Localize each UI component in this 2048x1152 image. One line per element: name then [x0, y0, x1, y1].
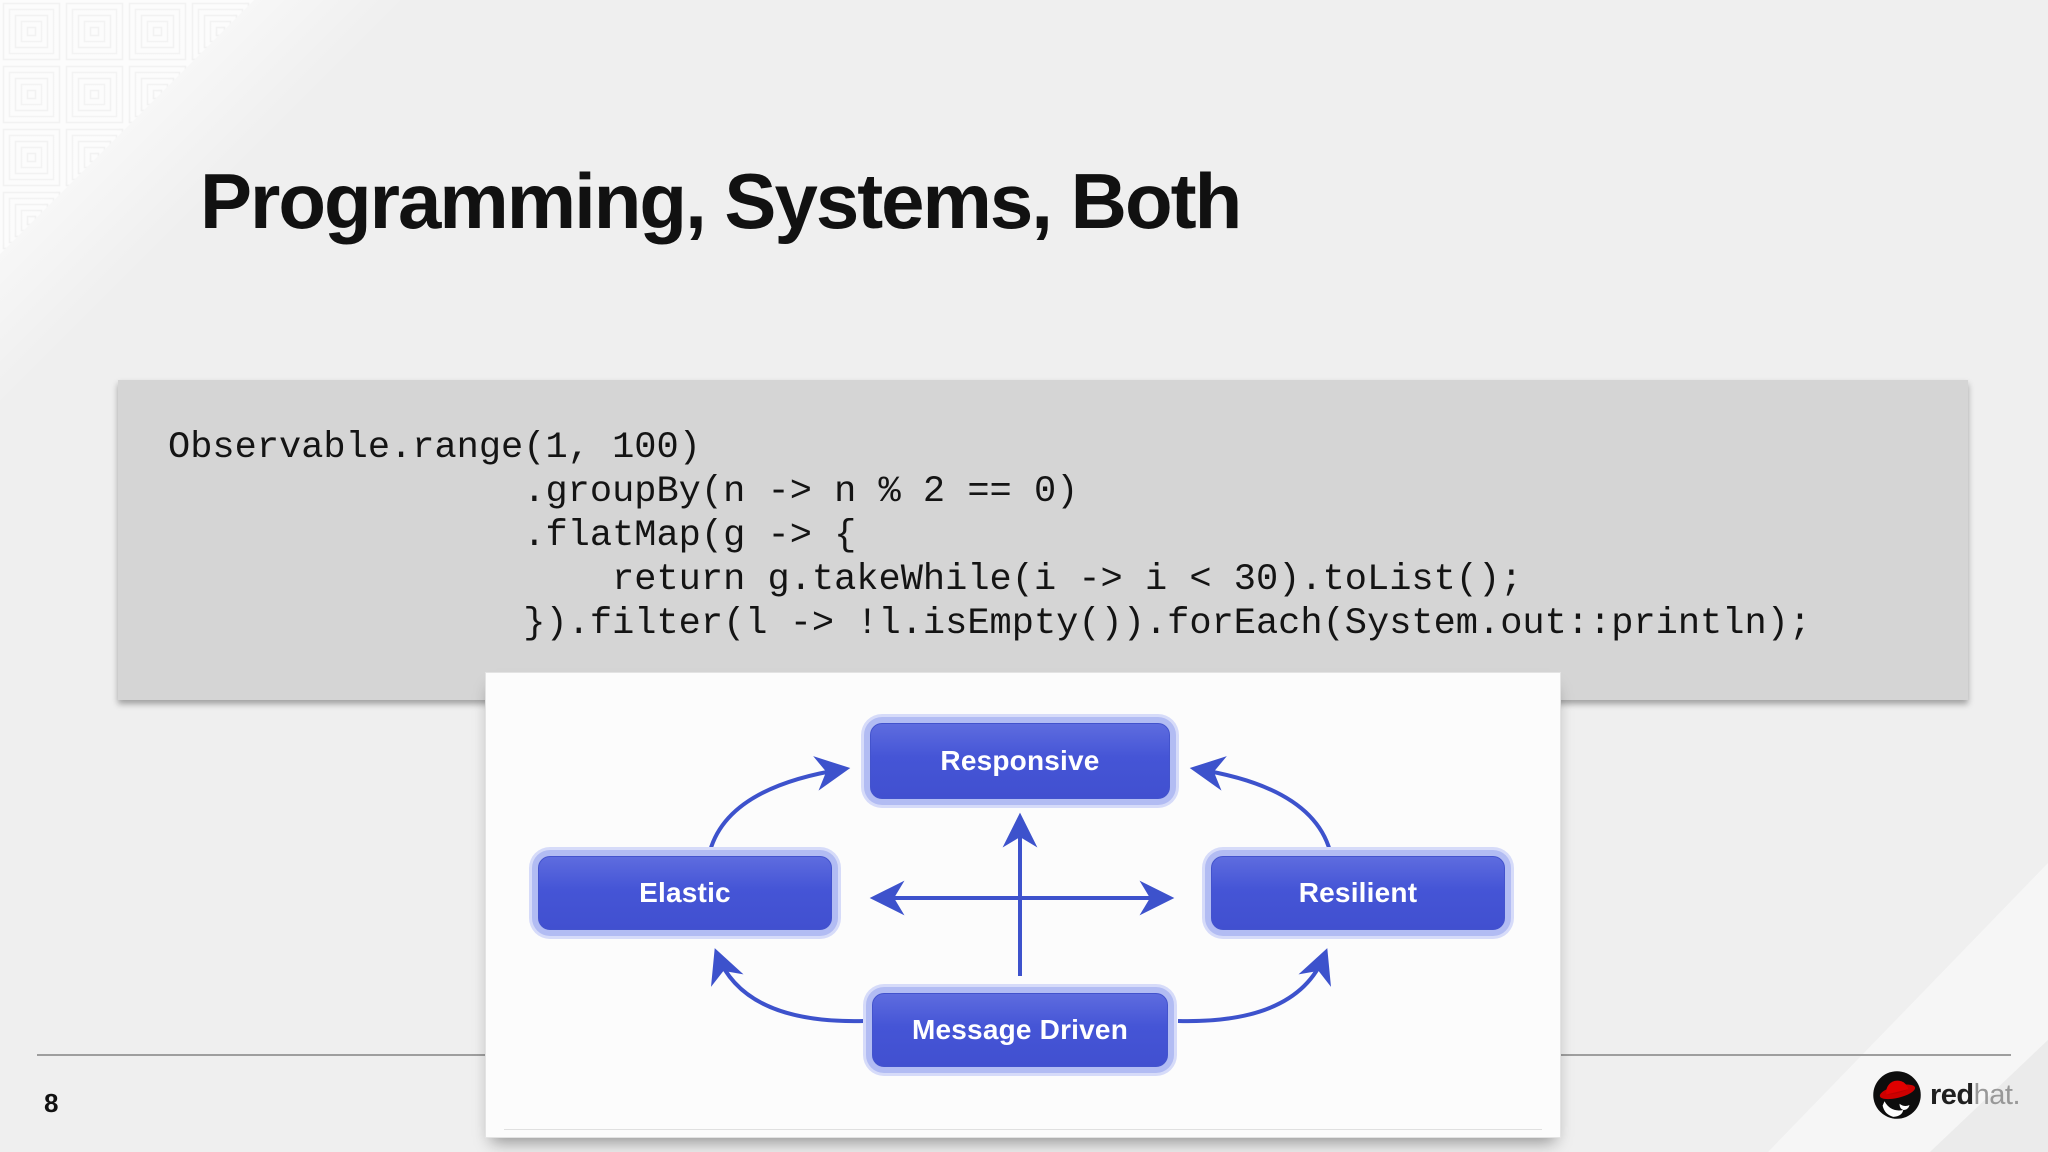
code-block: Observable.range(1, 100) .groupBy(n -> n…: [118, 380, 1968, 700]
node-message-driven: Message Driven: [866, 987, 1174, 1073]
node-responsive-label: Responsive: [940, 745, 1100, 776]
code-line: return g.takeWhile(i -> i < 30).toList()…: [168, 559, 1523, 601]
brand-red-text: red: [1930, 1078, 1974, 1111]
redhat-wordmark: redhat.: [1930, 1078, 2021, 1112]
arrow-messagedriven-to-elastic: [711, 948, 865, 1024]
redhat-brand: redhat.: [1872, 1070, 2021, 1120]
code-text: Observable.range(1, 100) .groupBy(n -> n…: [168, 426, 1811, 646]
arrow-elastic-to-responsive: [708, 756, 851, 852]
brand-hat-text: hat.: [1973, 1078, 2021, 1111]
diagram-arrows: [708, 756, 1332, 1024]
redhat-shadowman-icon: [1873, 1071, 1921, 1119]
bottom-right-diagonal-decoration: [1768, 863, 2048, 1152]
code-line: Observable.range(1, 100): [168, 427, 701, 469]
node-resilient-label: Resilient: [1298, 877, 1418, 908]
code-line: .groupBy(n -> n % 2 == 0): [168, 471, 1079, 513]
node-elastic-label: Elastic: [639, 877, 731, 908]
code-line: .flatMap(g -> {: [168, 515, 857, 557]
reactive-traits-diagram-panel: Responsive Elastic Resilient Message Dri…: [485, 672, 1561, 1138]
panel-bottom-rule: [504, 1129, 1542, 1130]
arrow-resilient-to-responsive: [1189, 756, 1332, 852]
code-line: }).filter(l -> !l.isEmpty()).forEach(Sys…: [168, 603, 1812, 645]
node-message-driven-label: Message Driven: [911, 1014, 1128, 1045]
node-resilient: Resilient: [1205, 850, 1511, 936]
page-number: 8: [44, 1088, 59, 1118]
node-elastic: Elastic: [532, 850, 838, 936]
slide-title: Programming, Systems, Both: [200, 157, 1242, 245]
arrow-messagedriven-to-resilient: [1177, 948, 1331, 1024]
node-responsive: Responsive: [864, 717, 1176, 805]
